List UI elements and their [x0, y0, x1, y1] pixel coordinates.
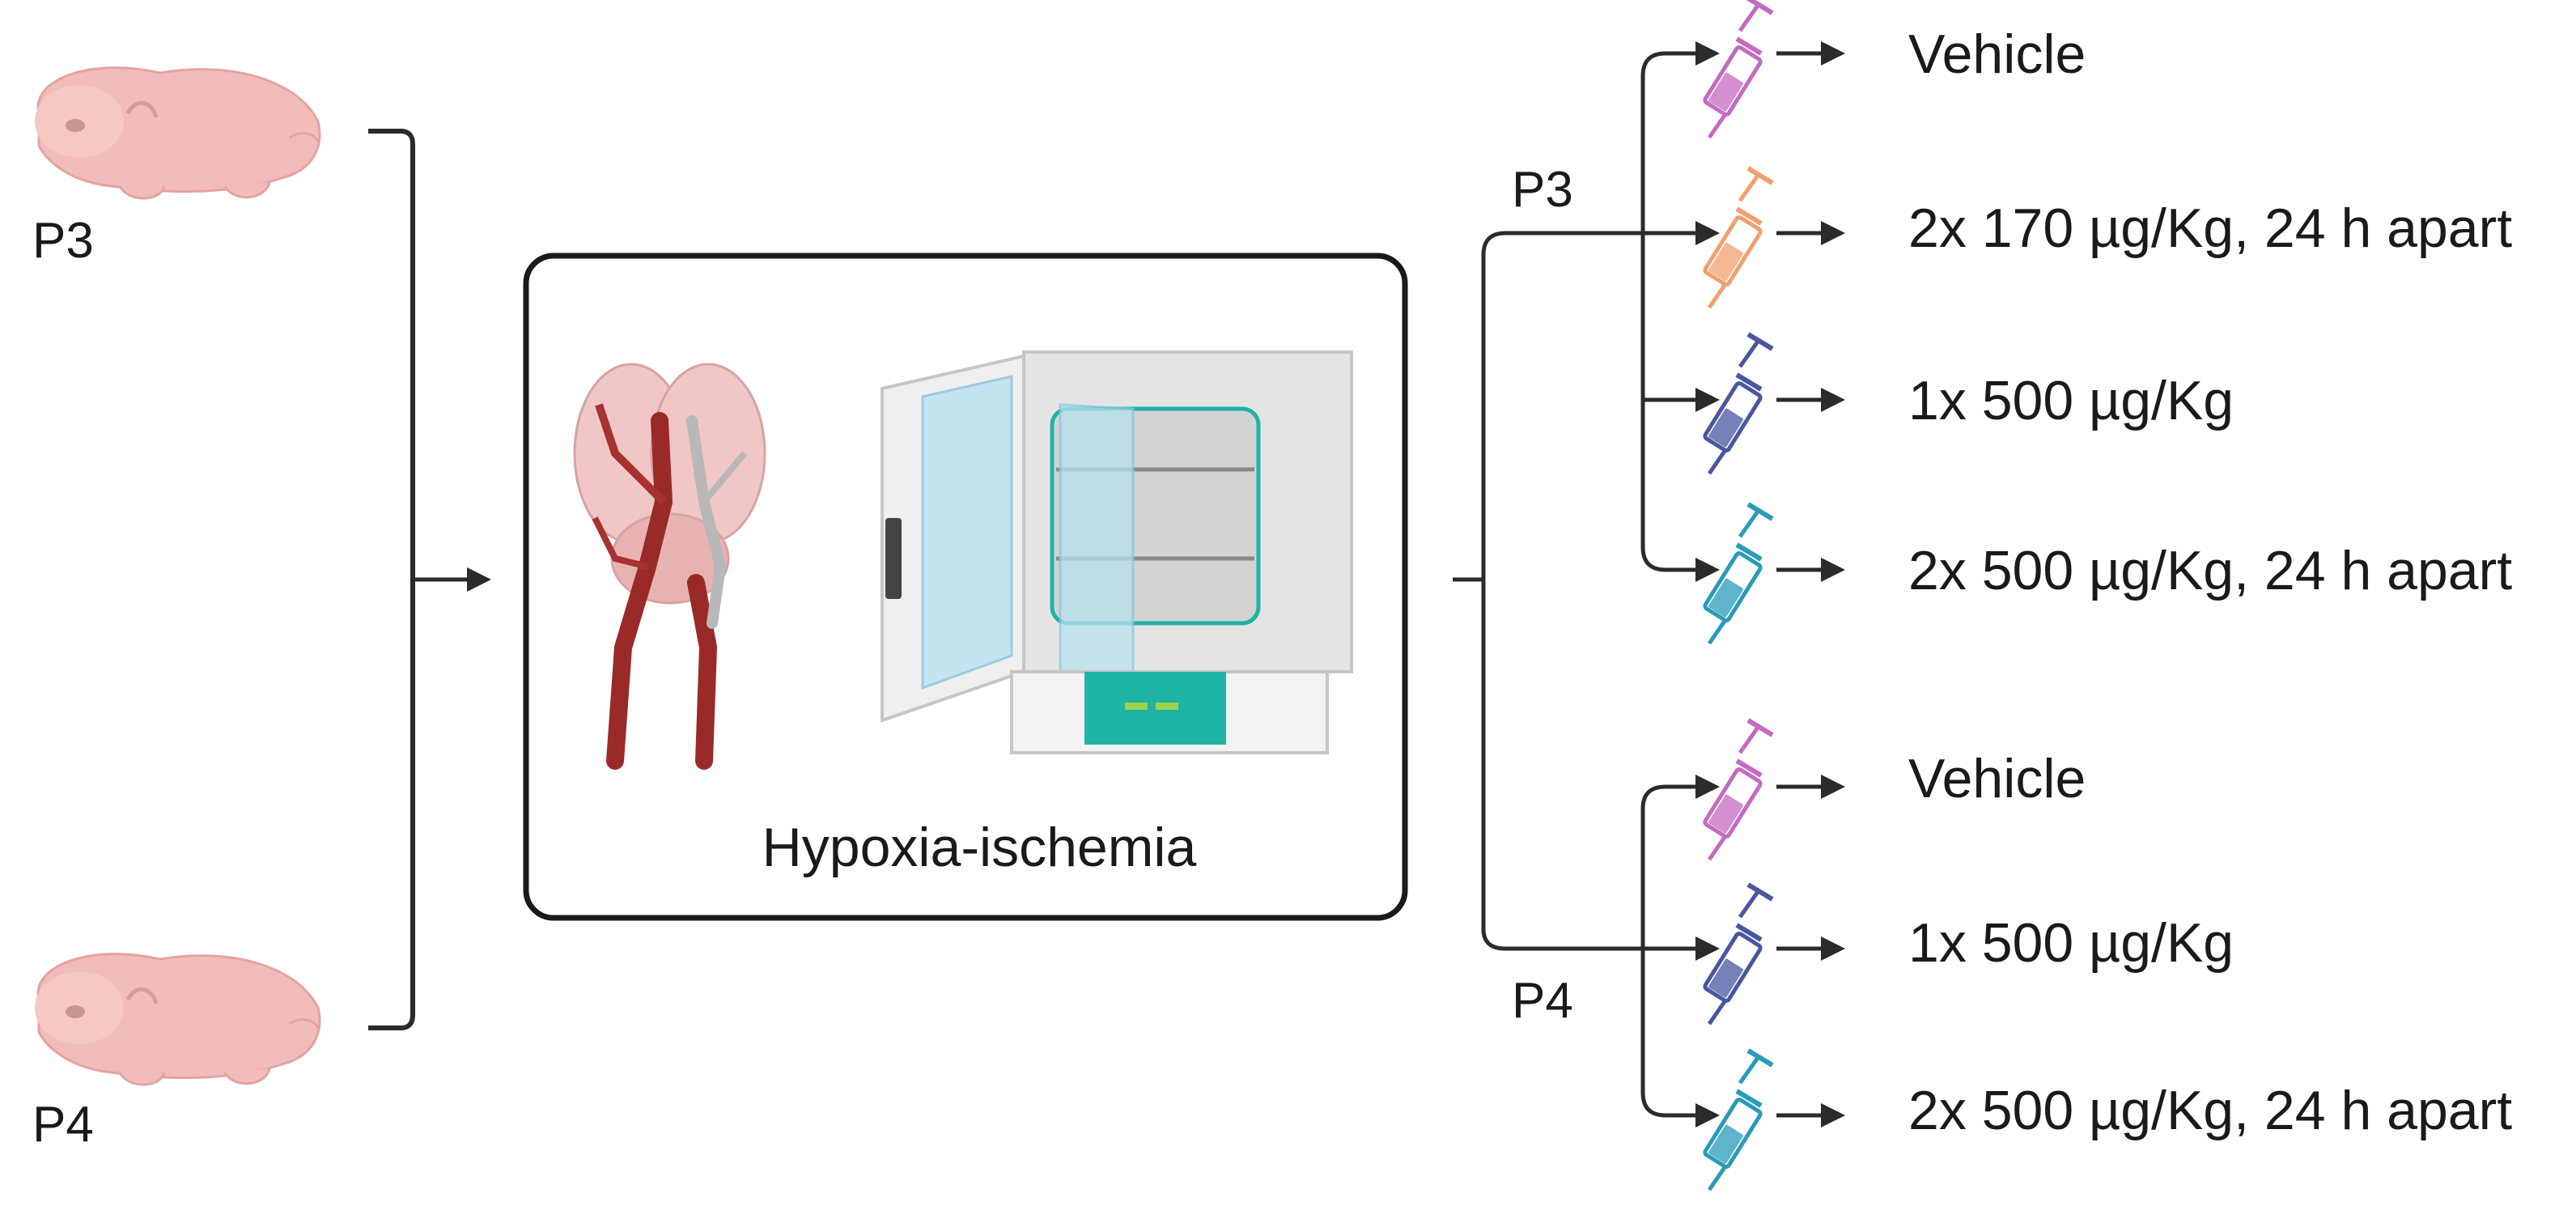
left-bracket [368, 129, 415, 1030]
treatment-label: Vehicle [1908, 23, 2086, 85]
pup-p3-label: P3 [32, 213, 94, 269]
syringe-1x500-p4-icon [1704, 885, 1772, 1024]
incubator-icon [881, 350, 1353, 754]
brain-artery-icon [573, 363, 766, 770]
treatment-label: 1x 500 µg/Kg [1908, 370, 2234, 431]
treatment-arrows [1776, 41, 1845, 1127]
procedure-label: Hypoxia-ischemia [762, 817, 1197, 878]
pup-p4-illustration [35, 954, 320, 1085]
branch-lines [1453, 41, 1720, 1127]
pup-p4-label: P4 [32, 1097, 94, 1153]
treatment-label: Vehicle [1908, 748, 2086, 809]
group-p4-label: P4 [1512, 973, 1573, 1029]
syringe-2x500-p3-icon [1704, 504, 1772, 643]
treatment-label: 1x 500 µg/Kg [1908, 912, 2234, 974]
syringe-1x500-p3-icon [1704, 334, 1772, 473]
treatment-label: 2x 500 µg/Kg, 24 h apart [1908, 540, 2512, 601]
syringe-vehicle-p3-icon [1704, 0, 1772, 138]
group-p3-label: P3 [1512, 162, 1573, 218]
treatment-label: 2x 500 µg/Kg, 24 h apart [1908, 1080, 2512, 1141]
syringe-2x500-p4-icon [1704, 1051, 1772, 1190]
treatment-label: 2x 170 µg/Kg, 24 h apart [1908, 197, 2512, 259]
syringe-170-p3-icon [1704, 168, 1772, 308]
syringe-vehicle-p4-icon [1704, 720, 1772, 860]
pup-p3-illustration [35, 68, 320, 198]
